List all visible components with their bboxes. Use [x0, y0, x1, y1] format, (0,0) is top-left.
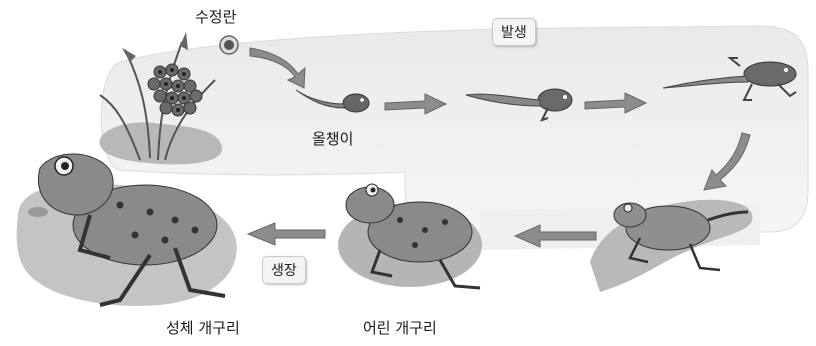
process-badge-development: 발생 — [492, 18, 536, 46]
arrow-young-to-adult — [248, 223, 325, 245]
froglet-with-tail-illustration — [590, 200, 752, 292]
adult-frog-illustration — [17, 154, 237, 306]
label-tadpole: 올챙이 — [312, 128, 353, 149]
process-badge-growth: 생장 — [262, 256, 306, 284]
label-adult-frog: 성체 개구리 — [166, 317, 240, 338]
label-young-frog: 어린 개구리 — [363, 317, 437, 338]
label-fertilized-egg: 수정란 — [195, 6, 236, 27]
fertilized-egg-illustration — [220, 36, 238, 54]
